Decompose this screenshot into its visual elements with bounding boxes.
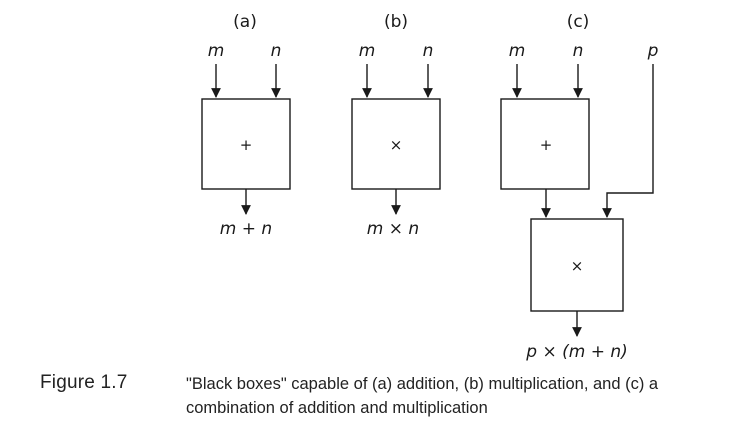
panel-a-operator: + (240, 136, 253, 154)
panel-a-input-m: m (208, 41, 225, 61)
panel-b-input-n: n (423, 41, 434, 61)
panel-b-output: m × n (367, 219, 419, 239)
panel-b-label: (b) (384, 12, 408, 32)
panel-b: (b) m n × m × n (351, 12, 441, 239)
panel-c-label: (c) (567, 12, 590, 32)
panel-b-operator: × (390, 136, 403, 154)
panel-c: (c) m n p + × p × (m + n) (500, 12, 659, 362)
figure-number: Figure 1.7 (40, 372, 128, 393)
panel-c-input-n: n (573, 41, 584, 61)
panel-a-output: m + n (220, 219, 272, 239)
panel-c-top-operator: + (540, 136, 553, 154)
panel-c-input-p: p (647, 41, 659, 61)
panel-a-input-n: n (271, 41, 282, 61)
panel-a: (a) m n + m + n (201, 12, 291, 239)
panel-c-bottom-operator: × (571, 257, 584, 275)
figure-caption: "Black boxes" capable of (a) addition, (… (186, 375, 659, 417)
panel-c-top-box (500, 98, 590, 190)
panel-c-input-m: m (509, 41, 526, 61)
panel-c-output: p × (m + n) (525, 342, 628, 362)
panel-b-input-m: m (359, 41, 376, 61)
panel-c-arrow-p (602, 64, 654, 218)
panel-a-label: (a) (233, 12, 257, 32)
